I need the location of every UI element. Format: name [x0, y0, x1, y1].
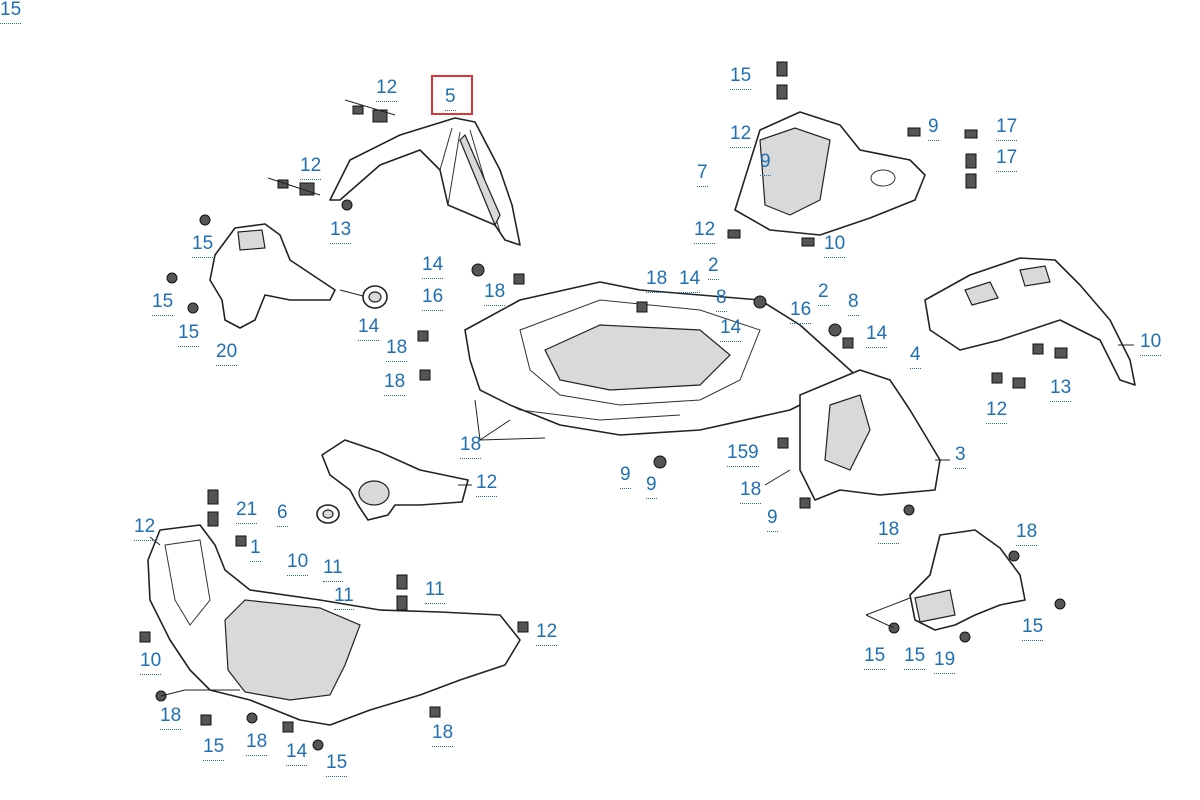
- callout-12[interactable]: 12: [376, 77, 398, 102]
- callout-12[interactable]: 12: [730, 123, 752, 148]
- part-20-side-bracket: [166, 214, 336, 329]
- callout-18[interactable]: 18: [484, 281, 506, 306]
- callout-14[interactable]: 14: [358, 316, 380, 341]
- callout-8[interactable]: 8: [716, 287, 727, 312]
- part-7-top-cover: [727, 61, 978, 247]
- main-front-body: [464, 281, 861, 436]
- callout-9[interactable]: 9: [646, 474, 657, 499]
- callout-15[interactable]: 15: [178, 322, 200, 347]
- callout-19[interactable]: 19: [934, 649, 956, 674]
- callout-9[interactable]: 9: [620, 464, 631, 489]
- callout-18[interactable]: 18: [878, 519, 900, 544]
- callout-5[interactable]: 5: [445, 86, 456, 111]
- callout-9[interactable]: 9: [928, 116, 939, 141]
- callout-12[interactable]: 12: [694, 219, 716, 244]
- callout-10[interactable]: 10: [140, 650, 162, 675]
- callout-8[interactable]: 8: [848, 291, 859, 316]
- callout-12[interactable]: 12: [476, 472, 498, 497]
- callout-20[interactable]: 20: [216, 341, 238, 366]
- callout-11[interactable]: 11: [334, 585, 354, 610]
- callout-21[interactable]: 21: [236, 499, 258, 524]
- callout-18[interactable]: 18: [1016, 521, 1038, 546]
- callout-18[interactable]: 18: [386, 337, 408, 362]
- grommet-14-left: [339, 285, 388, 309]
- callout-14[interactable]: 14: [866, 323, 888, 348]
- callout-15[interactable]: 15: [904, 645, 926, 670]
- callout-12[interactable]: 12: [536, 621, 558, 646]
- callout-12[interactable]: 12: [300, 155, 322, 180]
- callout-11[interactable]: 11: [323, 557, 343, 582]
- part-3-right-fender: [799, 369, 941, 501]
- callout-16[interactable]: 16: [790, 299, 812, 324]
- callout-18[interactable]: 18: [384, 371, 406, 396]
- callout-10[interactable]: 10: [287, 551, 309, 576]
- callout-14[interactable]: 14: [422, 254, 444, 279]
- callout-14[interactable]: 14: [286, 741, 308, 766]
- callout-10[interactable]: 10: [1140, 331, 1162, 356]
- callout-15[interactable]: 15: [192, 233, 214, 258]
- callout-1[interactable]: 1: [250, 537, 261, 562]
- callout-15[interactable]: 15: [203, 736, 225, 761]
- callout-7[interactable]: 7: [697, 162, 708, 187]
- callout-4[interactable]: 4: [910, 344, 921, 369]
- callout-15[interactable]: 15: [1022, 616, 1044, 641]
- part-19-lower-bracket: [888, 529, 1066, 643]
- callout-10[interactable]: 10: [824, 233, 846, 258]
- callout-18[interactable]: 18: [432, 722, 454, 747]
- callout-14[interactable]: 14: [720, 317, 742, 342]
- callout-6[interactable]: 6: [277, 502, 288, 527]
- callout-18[interactable]: 18: [460, 434, 482, 459]
- callout-18[interactable]: 18: [246, 731, 268, 756]
- part-6-handlebar-cover: [321, 439, 469, 521]
- callout-15[interactable]: 15: [326, 752, 348, 777]
- fastener-markers: [139, 263, 915, 751]
- callout-16[interactable]: 16: [422, 286, 444, 311]
- callout-14[interactable]: 14: [679, 268, 701, 293]
- callout-15[interactable]: 15: [864, 645, 886, 670]
- callout-13[interactable]: 13: [1050, 377, 1072, 402]
- callout-3[interactable]: 3: [955, 444, 966, 469]
- leader-lines: [149, 344, 1134, 697]
- callout-11[interactable]: 11: [425, 579, 445, 604]
- callout-12[interactable]: 12: [134, 516, 156, 541]
- callout-9[interactable]: 9: [748, 442, 759, 467]
- callout-18[interactable]: 18: [740, 479, 762, 504]
- part-5-front-fender: [329, 117, 521, 246]
- callout-9[interactable]: 9: [760, 151, 771, 176]
- highlighted-callout-box: [431, 75, 473, 115]
- callout-15[interactable]: 15: [152, 291, 174, 316]
- callout-15[interactable]: 15: [727, 442, 749, 467]
- callout-15[interactable]: 15: [730, 65, 752, 90]
- callout-17[interactable]: 17: [996, 147, 1018, 172]
- callout-12[interactable]: 12: [986, 399, 1008, 424]
- bolt-group-topleft: [267, 99, 396, 211]
- callout-13[interactable]: 13: [330, 219, 352, 244]
- callout-9[interactable]: 9: [767, 507, 778, 532]
- callout-18[interactable]: 18: [646, 268, 668, 293]
- part-1-front-bumper: [147, 489, 521, 726]
- callout-18[interactable]: 18: [160, 705, 182, 730]
- callout-2[interactable]: 2: [818, 281, 829, 306]
- callout-2[interactable]: 2: [708, 255, 719, 280]
- callout-17[interactable]: 17: [996, 116, 1018, 141]
- part-4-rear-fender: [924, 257, 1136, 389]
- part-21-cap: [316, 504, 340, 524]
- callout-15[interactable]: 15: [0, 0, 22, 24]
